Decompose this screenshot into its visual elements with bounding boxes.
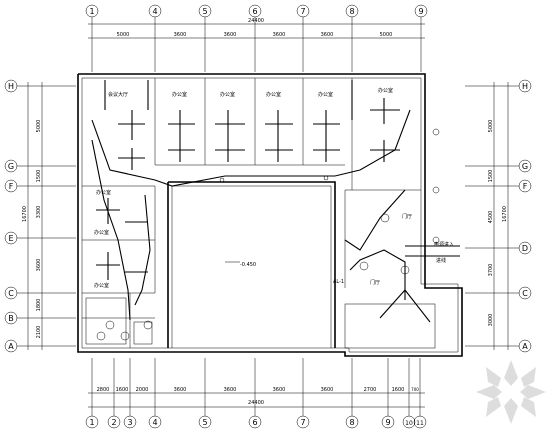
dim-top-seg: 5000 [117,32,130,38]
axis-right-F: F [523,182,528,191]
dim-top-seg: 3600 [224,32,237,38]
right-dimensions: 5000 1500 4500 3700 3000 16700 [465,82,519,350]
room-office-1: 办公室 [172,91,187,98]
dim-left-seg: 2100 [36,326,42,339]
dim-bottom-seg: 2000 [136,387,149,393]
axis-bottom-6: 6 [252,418,257,427]
axis-right-A: A [522,342,528,351]
room-office-2: 办公室 [220,91,235,98]
room-office-5: 办公室 [378,87,393,94]
axis-bottom-1: 1 [89,418,94,427]
axis-bottom-4: 4 [152,418,157,427]
axis-right-C: C [522,289,528,298]
axis-right-G: G [522,162,528,171]
wiring-label-2: 进线 [436,257,446,264]
dim-bottom-seg: 2700 [364,387,377,393]
dim-right-seg: 3000 [488,314,494,327]
dim-top-seg: 3600 [273,32,286,38]
bottom-axis-bubbles: 1 2 3 4 5 6 7 8 9 10 11 [85,415,427,429]
dim-left-seg: 5000 [36,120,42,133]
dim-top-seg: 3600 [321,32,334,38]
dim-bottom-seg: 3600 [321,387,334,393]
wiring-label-1: 电源进入 [434,241,454,248]
watermark-logo [476,360,546,424]
dim-left-seg: 3300 [36,206,42,219]
room-office-8: 办公室 [94,282,109,289]
top-dimensions: 24400 5000 3600 3600 3600 3600 5000 [88,17,425,72]
axis-top-5: 5 [202,7,207,16]
axis-left-G: G [8,162,14,171]
dim-bottom-seg: 700 [411,387,419,392]
dim-bottom-seg: 2800 [97,387,110,393]
dim-left-seg: 1800 [36,299,42,312]
dim-bottom-seg: 3600 [174,387,187,393]
dim-right-total: 16700 [502,206,508,222]
dim-top-seg: 5000 [380,32,393,38]
building-walls [77,73,463,357]
axis-left-F: F [9,182,14,191]
room-labels: 会议大厅 办公室 办公室 办公室 办公室 办公室 办公室 办公室 办公室 门厅 … [94,87,454,289]
dim-right-seg: 5000 [488,120,494,133]
axis-top-1: 1 [89,7,94,16]
axis-bottom-2: 2 [111,418,116,427]
dim-bottom-seg: 3600 [273,387,286,393]
dim-left-total: 16700 [22,206,28,222]
room-office-4: 办公室 [318,91,333,98]
panel-label: AL-1 [333,279,344,285]
axis-bottom-9: 9 [385,418,390,427]
axis-bottom-10: 10 [405,420,413,427]
dim-left-seg: 1500 [36,170,42,183]
dim-right-seg: 3700 [488,264,494,277]
dim-bottom-seg: 3600 [224,387,237,393]
axis-left-C: C [8,289,14,298]
room-office-6: 办公室 [96,189,111,196]
bottom-dimensions: 2800 1600 2000 3600 3600 3600 3600 2700 … [88,358,425,416]
axis-right-D: D [522,244,528,253]
light-fixtures [96,98,400,280]
axis-top-4: 4 [152,7,157,16]
axis-left-H: H [8,82,14,91]
room-hall: 门厅 [402,213,412,220]
axis-bottom-11: 11 [416,420,424,427]
axis-bottom-3: 3 [127,418,132,427]
dim-right-seg: 4500 [488,211,494,224]
axis-left-B: B [8,314,14,323]
axis-top-8: 8 [349,7,354,16]
dim-bottom-seg: 1600 [392,387,405,393]
dim-bottom-seg: 1600 [116,387,129,393]
axis-top-6: 6 [252,7,257,16]
axis-left-A: A [8,342,14,351]
courtyard-elevation: -0.450 [240,262,256,268]
electrical-wiring [85,80,460,345]
dim-left-seg: 3600 [36,259,42,272]
dim-top-total: 24400 [248,18,264,24]
axis-bottom-5: 5 [202,418,207,427]
room-entry: 门厅 [370,279,380,286]
outlet-symbols [105,128,440,330]
axis-top-9: 9 [418,7,423,16]
dim-bottom-total: 24400 [248,400,264,406]
axis-left-E: E [8,234,13,243]
room-office-3: 办公室 [266,91,281,98]
left-axis-bubbles: H G F E C B A [4,79,18,353]
axis-bottom-7: 7 [300,418,305,427]
dim-right-seg: 1500 [488,170,494,183]
room-office-7: 办公室 [94,229,109,236]
room-conference: 会议大厅 [108,91,128,98]
axis-top-7: 7 [300,7,305,16]
right-axis-bubbles: H G F D C A [518,79,532,353]
axis-right-H: H [522,82,528,91]
top-axis-bubbles: 1 4 5 6 7 8 9 [85,4,428,18]
dim-top-seg: 3600 [174,32,187,38]
axis-bottom-8: 8 [349,418,354,427]
left-dimensions: 5000 1500 3300 3600 1800 2100 16700 [17,82,76,350]
